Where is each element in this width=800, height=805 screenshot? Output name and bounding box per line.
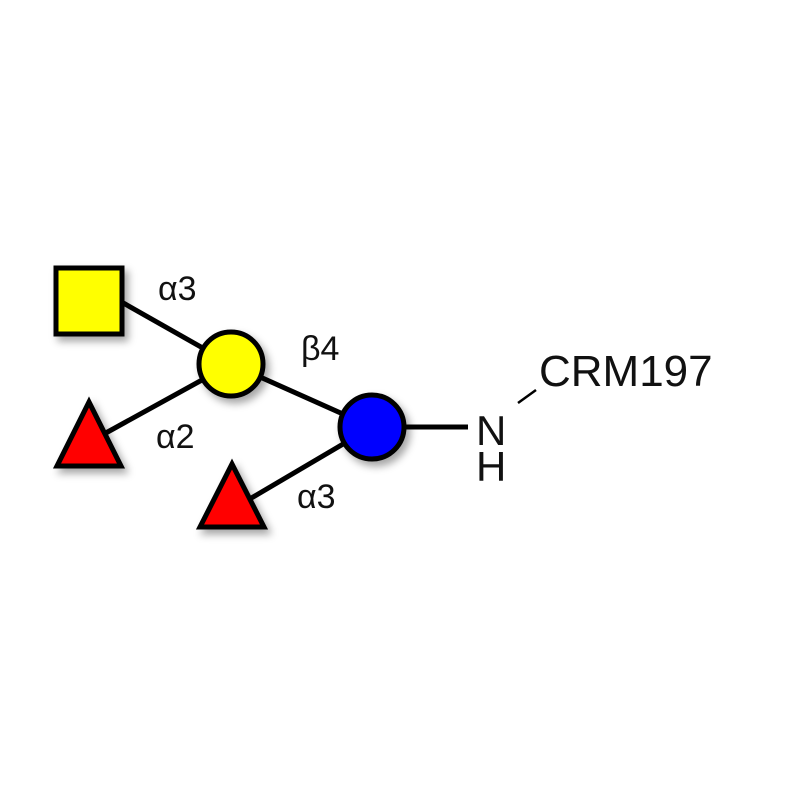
linkage-label: α3 — [297, 478, 336, 516]
nitrogen-label: N — [476, 407, 506, 454]
hydrogen-label: H — [476, 443, 506, 490]
linkage-label: β4 — [301, 330, 339, 368]
fucose-triangle-icon — [195, 458, 269, 530]
glycosidic-bonds — [102, 297, 468, 503]
galnac-square-icon — [53, 265, 125, 337]
bond-nh-crm — [517, 388, 537, 405]
linkage-label: α2 — [156, 418, 195, 456]
carrier-protein-label: CRM197 — [539, 347, 713, 396]
galactose-circle-icon — [196, 329, 266, 399]
fucose-triangle-icon — [52, 396, 126, 469]
glucose-circle-icon — [337, 392, 407, 462]
linkage-label: α3 — [158, 270, 197, 308]
